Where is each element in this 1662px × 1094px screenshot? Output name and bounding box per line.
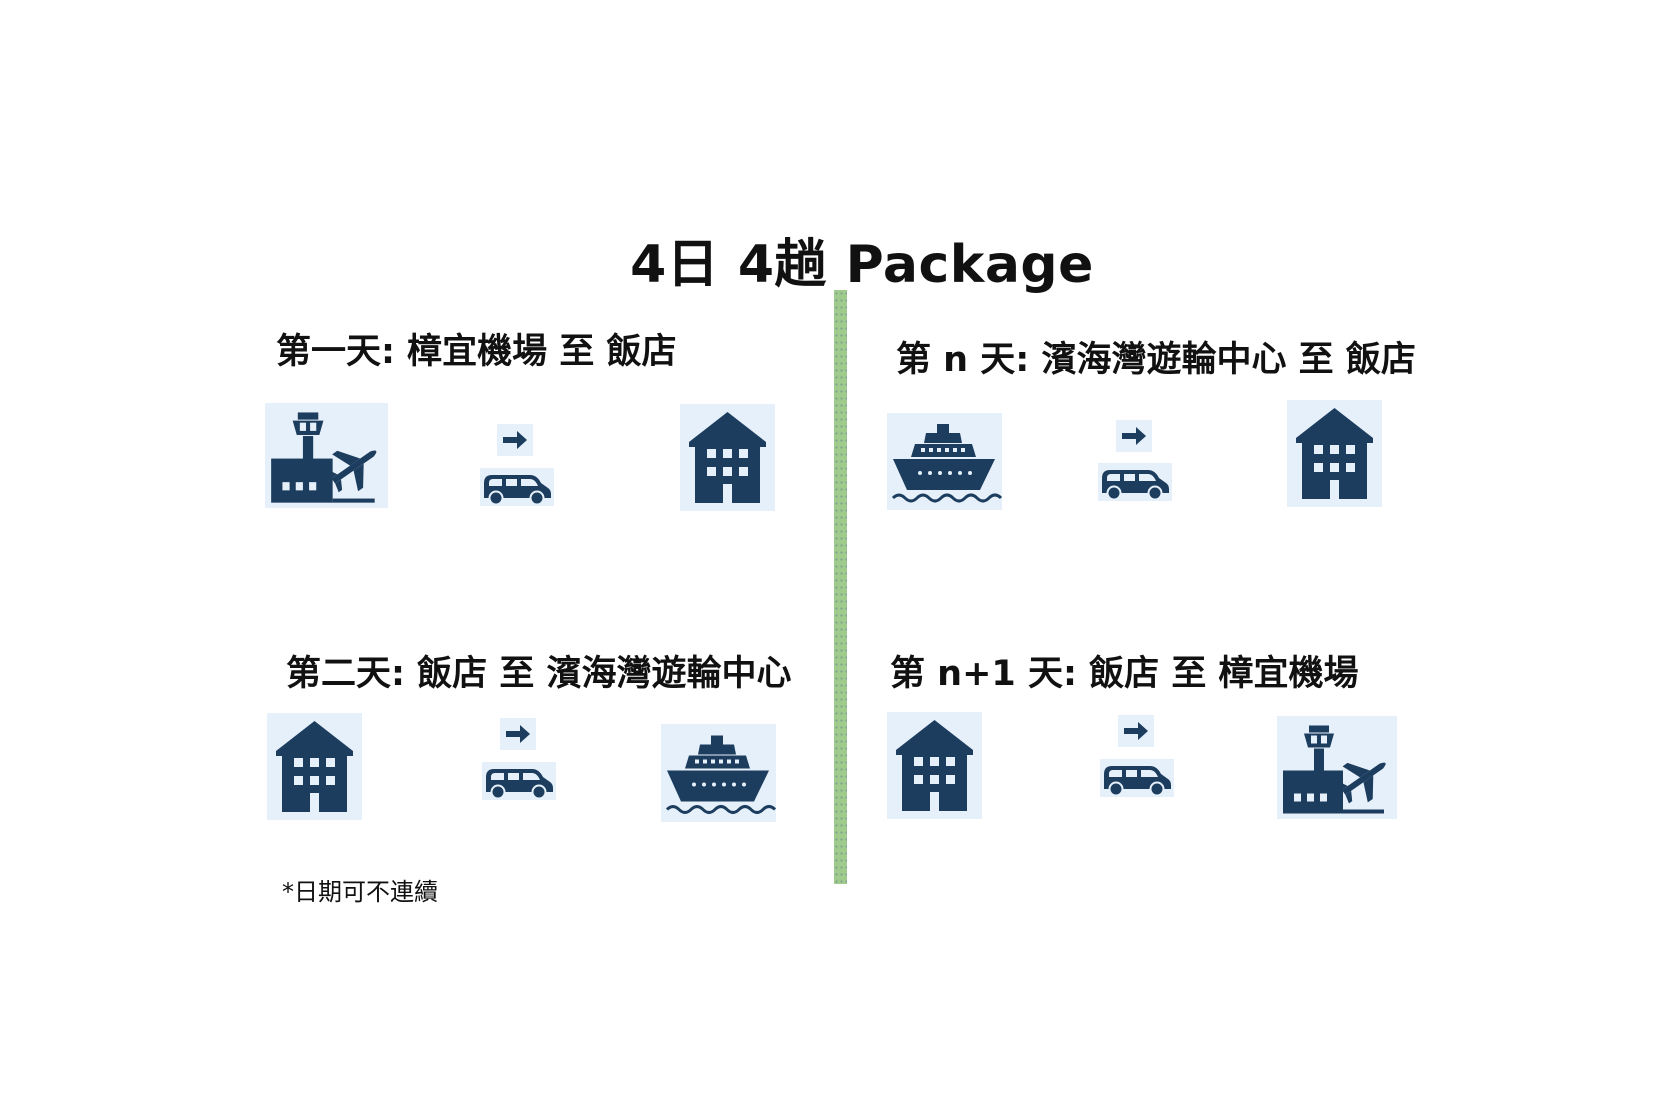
- section-heading-day-n: 第 n 天: 濱海灣遊輪中心 至 飯店: [896, 340, 1416, 380]
- arrow-right-icon: [1118, 715, 1154, 747]
- hotel-building-icon: [680, 404, 775, 511]
- section-heading-day-1: 第一天: 樟宜機場 至 飯店: [276, 332, 677, 372]
- arrow-right-icon: [497, 424, 533, 456]
- hotel-building-icon: [267, 713, 362, 820]
- arrow-right-icon: [500, 718, 536, 750]
- section-heading-day-n-plus-1: 第 n+1 天: 飯店 至 樟宜機場: [890, 654, 1359, 694]
- center-divider: [834, 290, 847, 884]
- van-icon: [482, 762, 556, 800]
- van-icon: [1100, 759, 1174, 797]
- hotel-building-icon: [887, 712, 982, 819]
- hotel-building-icon: [1287, 400, 1382, 507]
- airport-icon: [1277, 716, 1397, 819]
- cruise-ship-icon: [887, 413, 1002, 510]
- airport-icon: [265, 403, 388, 508]
- van-icon: [480, 468, 554, 506]
- footnote: *日期可不連續: [282, 878, 438, 906]
- arrow-right-icon: [1116, 420, 1152, 452]
- section-heading-day-2: 第二天: 飯店 至 濱海灣遊輪中心: [286, 654, 792, 694]
- cruise-ship-icon: [661, 724, 776, 822]
- page-title: 4日 4趟 Package: [630, 235, 1094, 295]
- van-icon: [1098, 463, 1172, 501]
